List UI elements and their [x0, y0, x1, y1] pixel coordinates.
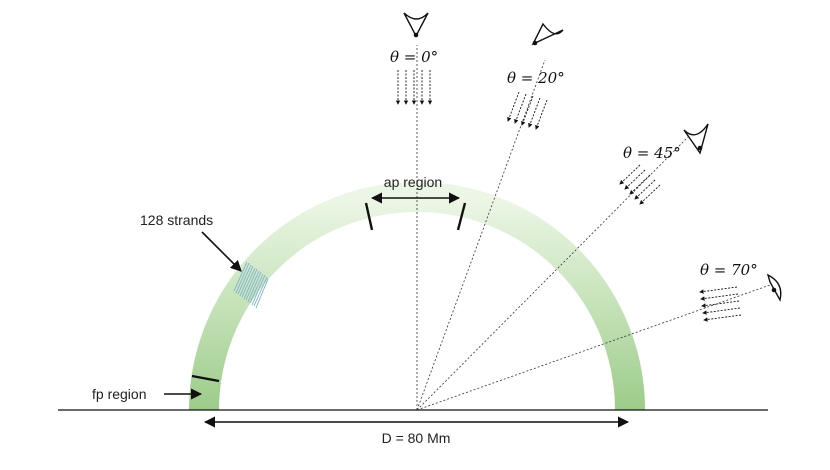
fp-region-label: fp region — [92, 386, 146, 402]
eye-icon — [683, 123, 709, 155]
eye-pupil-icon — [697, 145, 703, 151]
view-label-20: θ = 20° — [507, 69, 565, 87]
ray-arrows-0 — [395, 70, 433, 105]
eye-icon — [766, 273, 782, 302]
view-label-45: θ = 45° — [623, 144, 681, 162]
eye-icon — [403, 12, 429, 38]
line-of-sight-lines — [416, 45, 771, 411]
ray-arrows-45 — [619, 164, 661, 205]
strands-arrow — [201, 231, 242, 272]
ray-arrows-20 — [507, 91, 548, 130]
eye-pupil-icon — [413, 32, 419, 38]
strand-bundle — [233, 261, 269, 309]
view-45: θ = 45° — [619, 123, 709, 205]
diameter-label: D = 80 Mm — [382, 430, 451, 446]
view-20: θ = 20° — [507, 22, 565, 130]
ray-arrows-70 — [699, 286, 742, 322]
eye-icon — [531, 22, 564, 46]
ap-region-label: ap region — [384, 174, 442, 190]
ap-region-marker-left — [364, 202, 374, 231]
view-70: θ = 70° — [699, 261, 782, 322]
view-0: θ = 0° — [390, 12, 438, 105]
ap-region-marker-right — [456, 202, 467, 231]
eye-pupil-icon — [532, 40, 538, 46]
view-label-0: θ = 0° — [390, 48, 438, 66]
eye-pupil-icon — [771, 287, 777, 293]
fp-region-marker — [191, 374, 220, 383]
view-label-70: θ = 70° — [700, 261, 758, 279]
strands-label: 128 strands — [140, 212, 213, 228]
